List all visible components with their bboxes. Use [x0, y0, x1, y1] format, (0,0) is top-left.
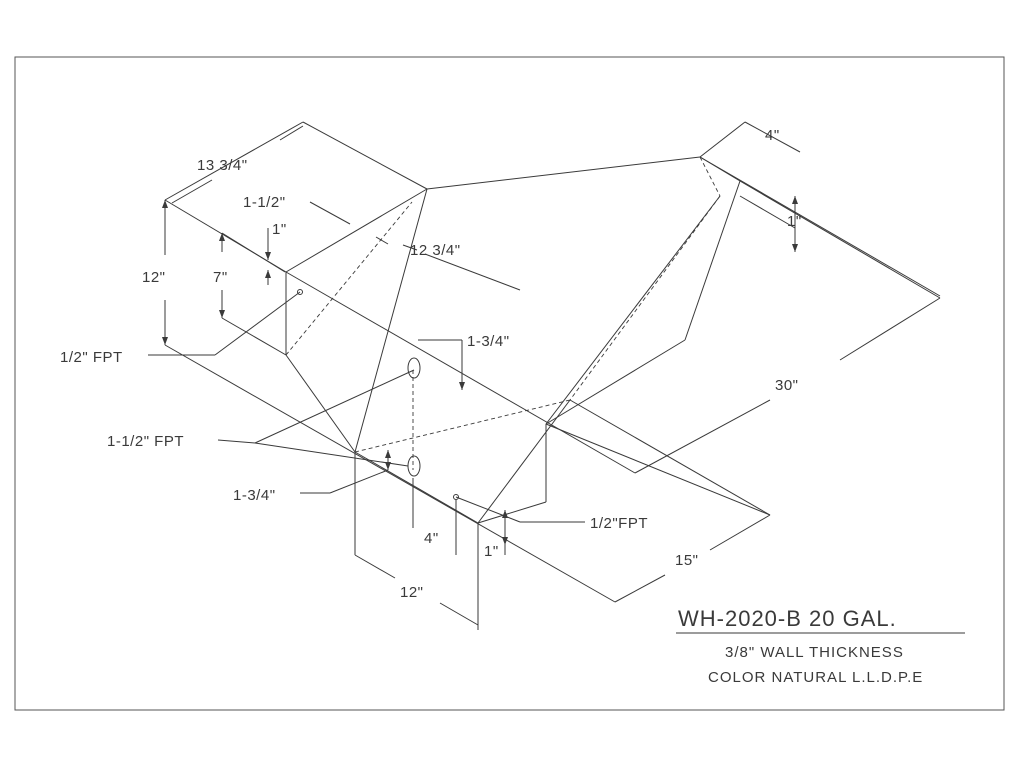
tank-outline [164, 121, 941, 603]
dimension-ticks [162, 196, 798, 545]
label-fitting-right: 1/2"FPT [590, 515, 648, 532]
fitting-right-port [453, 494, 459, 500]
title-model: WH-2020-B 20 GAL. [678, 606, 897, 631]
dim-bottom-1: 1" [484, 543, 499, 560]
title-block: WH-2020-B 20 GAL. 3/8" WALL THICKNESS CO… [676, 606, 965, 686]
dim-bottom-offset: 1-3/4" [233, 487, 276, 504]
dim-inlet-offset: 1-1/2" [243, 194, 286, 211]
hidden-edges [285, 156, 721, 470]
dim-length: 30" [775, 377, 799, 394]
dim-top-width: 13 3/4" [197, 157, 248, 174]
title-wall-thickness: 3/8" WALL THICKNESS [725, 644, 904, 661]
dim-bottom-4: 4" [424, 530, 439, 547]
label-fitting-left: 1/2" FPT [60, 349, 123, 366]
dim-top-small-1: 1" [272, 221, 287, 238]
fittings [297, 289, 459, 500]
drawing-border [14, 56, 1005, 711]
fitting-bottom-ellipse [407, 455, 421, 477]
dim-overall-height: 12" [142, 269, 166, 286]
fitting-left-port [297, 289, 303, 295]
label-drain-fitting: 1-1/2" FPT [107, 433, 184, 450]
dim-bottom-15: 15" [675, 552, 699, 569]
fitting-top-ellipse [407, 357, 421, 379]
title-material: COLOR NATURAL L.L.D.P.E [708, 669, 923, 686]
dim-right-small: 1" [787, 213, 802, 230]
dim-bottom-12: 12" [400, 584, 424, 601]
dim-mid-offset: 1-3/4" [467, 333, 510, 350]
dim-top-depth: 12 3/4" [410, 242, 461, 259]
dim-right-top: 4" [765, 127, 780, 144]
dim-port-height: 7" [213, 269, 228, 286]
